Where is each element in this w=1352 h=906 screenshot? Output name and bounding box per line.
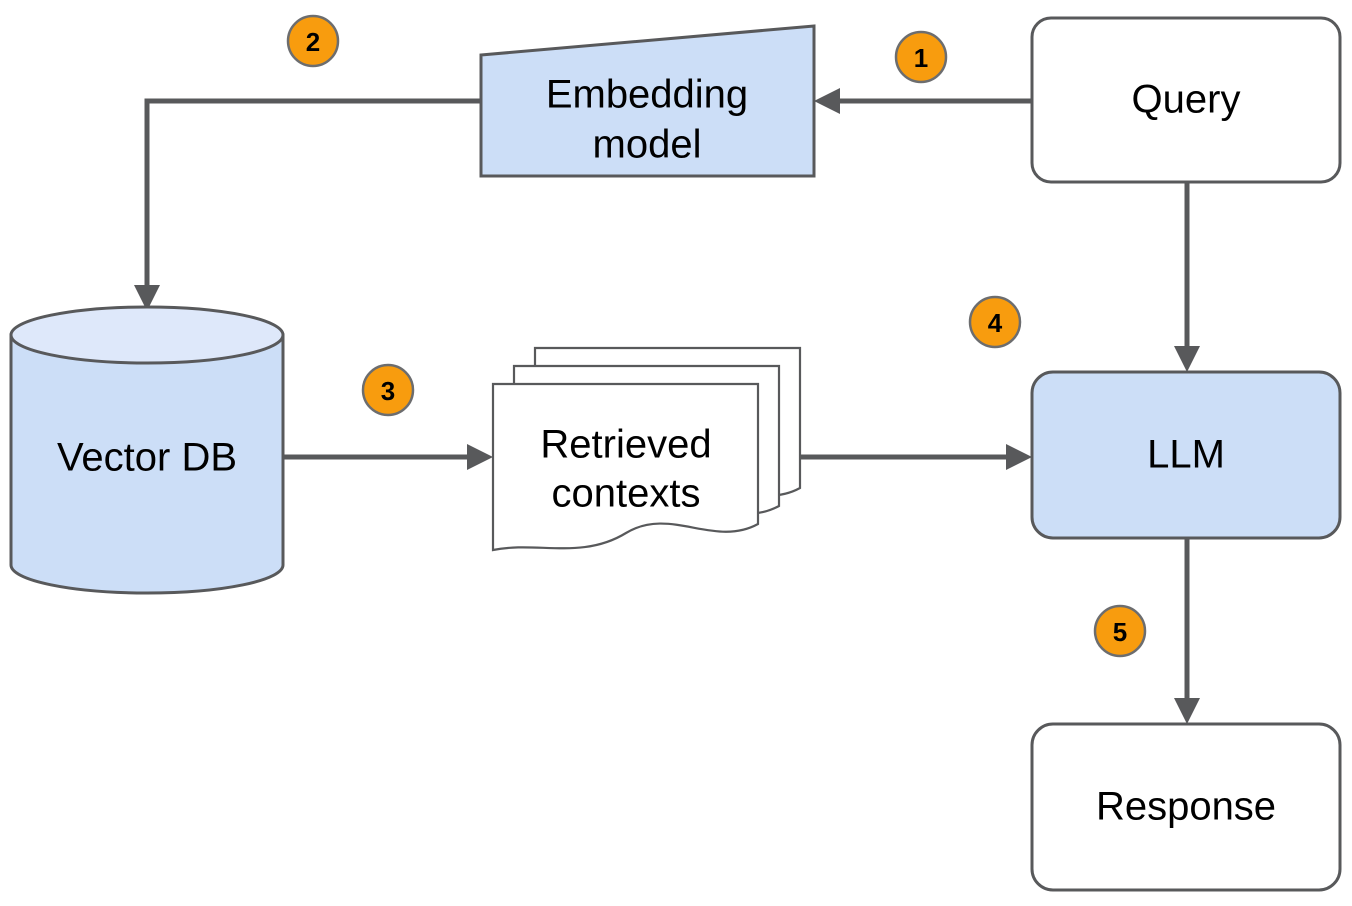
step-badge-1-label: 1 (914, 43, 928, 73)
step-badge-3-circle (361, 363, 415, 417)
edge-llm-to-response-arrowhead (1174, 698, 1200, 724)
step-badge-5-circle (1093, 604, 1147, 658)
node-embedding-model[interactable]: Embedding model (479, 24, 816, 178)
edge-embedding-to-vectordb-arrowhead (134, 285, 160, 311)
node-retrieved-contexts-label-line2: contexts (552, 472, 701, 516)
edge-embedding-to-vectordb (134, 98, 481, 311)
step-badge-3-label: 3 (381, 376, 395, 406)
edge-vectordb-to-contexts (283, 444, 493, 470)
step-badge-1: 1 (894, 30, 948, 84)
edge-contexts-to-llm-arrowhead (1006, 444, 1032, 470)
node-vector-db-label: Vector DB (57, 436, 237, 480)
edge-embedding-to-vectordb-line (144, 98, 481, 288)
step-badge-1-circle (894, 30, 948, 84)
step-badge-4-label: 4 (988, 308, 1003, 338)
step-badge-2: 2 (286, 14, 340, 68)
step-badge-5-label: 5 (1113, 617, 1127, 647)
edge-vectordb-to-contexts-arrowhead (467, 444, 493, 470)
node-query-label: Query (1132, 78, 1241, 122)
step-badge-2-label: 2 (306, 27, 320, 57)
node-query-shape[interactable] (1030, 16, 1342, 184)
node-retrieved-contexts[interactable]: Retrieved contexts (491, 346, 802, 552)
node-retrieved-contexts-doc-front[interactable] (491, 382, 760, 552)
node-llm-shape[interactable] (1030, 370, 1342, 540)
edge-llm-to-response (1174, 538, 1200, 724)
step-badge-4: 4 (968, 295, 1022, 349)
edge-query-to-llm-arrowhead (1174, 346, 1200, 372)
step-badge-2-circle (286, 14, 340, 68)
node-vector-db-body[interactable] (9, 333, 285, 595)
node-retrieved-contexts-label-line1: Retrieved (540, 423, 711, 467)
step-badge-5: 5 (1093, 604, 1147, 658)
node-response-shape[interactable] (1030, 722, 1342, 892)
node-query[interactable]: Query (1030, 16, 1342, 184)
node-embedding-model-shape[interactable] (479, 24, 816, 178)
edge-query-to-embedding (814, 88, 1031, 114)
node-vector-db-top-ellipse (9, 305, 285, 365)
node-embedding-model-label-line2: model (593, 123, 702, 167)
node-llm[interactable]: LLM (1030, 370, 1342, 540)
node-response-label: Response (1096, 785, 1276, 829)
node-response[interactable]: Response (1030, 722, 1342, 892)
step-badge-4-circle (968, 295, 1022, 349)
step-badge-3: 3 (361, 363, 415, 417)
node-embedding-model-label-line1: Embedding (546, 73, 748, 117)
node-vector-db[interactable]: Vector DB (9, 305, 285, 595)
node-llm-label: LLM (1147, 433, 1225, 477)
edge-query-to-embedding-arrowhead (814, 88, 840, 114)
edge-query-to-llm (1174, 182, 1200, 372)
edge-contexts-to-llm (800, 444, 1032, 470)
